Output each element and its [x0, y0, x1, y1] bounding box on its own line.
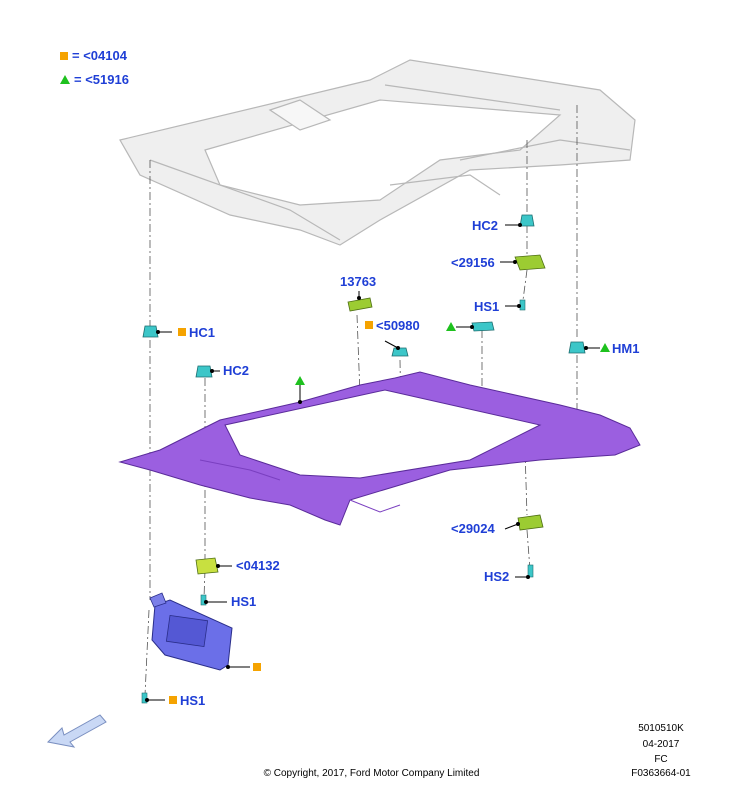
label-50980: <50980	[376, 318, 420, 333]
leader-dots	[145, 223, 588, 702]
green-triangle-icon	[60, 75, 70, 84]
screw-hs1-top	[519, 299, 526, 311]
orange-square-icon	[60, 51, 68, 60]
orange-square-icon	[178, 328, 186, 336]
label-hc1: HC1	[189, 325, 215, 340]
legend-item-square: = <04104	[60, 48, 127, 63]
label-hm1: HM1	[612, 341, 639, 356]
label-hs1-bottom: HS1	[180, 693, 205, 708]
legend-text: = <51916	[74, 72, 129, 87]
label-29156: <29156	[451, 255, 495, 270]
orange-square-icon	[169, 696, 177, 704]
legend-item-triangle: = <51916	[60, 72, 129, 87]
bracket-13763	[347, 297, 373, 312]
label-hc2-left: HC2	[223, 363, 249, 378]
diagram-date: 04-2017	[642, 739, 680, 750]
diagram-id: F0363664-01	[631, 768, 691, 779]
label-hs1-top: HS1	[474, 299, 499, 314]
clip-hc1	[142, 325, 159, 338]
clip-hm1	[568, 341, 586, 354]
label-hs1-mid: HS1	[231, 594, 256, 609]
orange-square-icon	[365, 321, 373, 329]
clip-51916	[471, 321, 495, 332]
diagram-region: FC	[654, 754, 668, 765]
label-hc2-top: HC2	[472, 218, 498, 233]
markers	[169, 321, 610, 704]
roof-panel	[119, 59, 636, 246]
bracket-04132	[195, 557, 219, 575]
leader-lines	[147, 224, 600, 701]
bracket-29024	[517, 514, 544, 531]
green-triangle-icon	[446, 322, 456, 331]
clip-hc2-left	[195, 365, 213, 378]
copyright-text: © Copyright, 2017, Ford Motor Company Li…	[263, 768, 480, 779]
green-triangle-icon	[295, 376, 305, 385]
headliner	[118, 371, 641, 526]
orange-square-icon	[253, 663, 261, 671]
label-13763: 13763	[340, 274, 376, 289]
bracket-29156	[514, 254, 546, 271]
label-hs2: HS2	[484, 569, 509, 584]
sun-visor	[149, 592, 233, 671]
label-29024: <29024	[451, 521, 496, 536]
clip-hc2-top	[519, 214, 535, 227]
legend-text: = <04104	[72, 48, 127, 63]
diagram-code: 5010510K	[638, 723, 684, 734]
label-04132: <04132	[236, 558, 280, 573]
green-triangle-icon	[600, 343, 610, 352]
screw-hs2	[527, 564, 534, 578]
clip-50980	[391, 347, 409, 357]
vehicle-front-arrow-icon	[46, 714, 107, 748]
